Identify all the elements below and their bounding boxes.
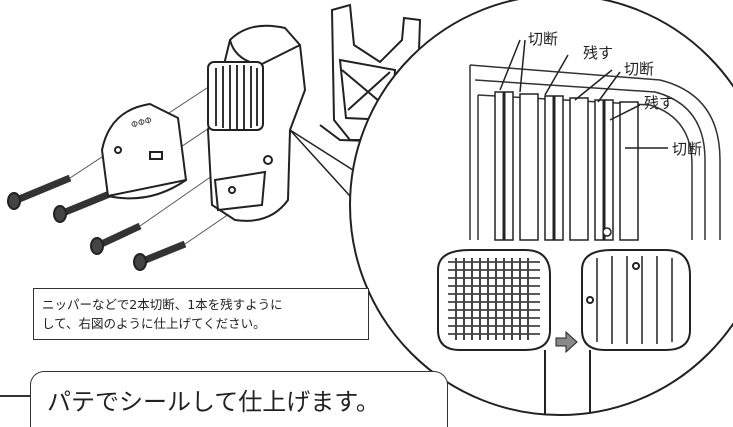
pointer-arrows xyxy=(499,39,668,149)
label-leave-1: 残す xyxy=(583,44,613,62)
caption-text: パテでシールして仕上げます。 xyxy=(47,388,380,416)
label-cut-3: 切断 xyxy=(672,140,702,158)
screw-3 xyxy=(90,222,142,255)
instruction-note: ニッパーなどで2本切断、1本を残すように して、右図のように仕上げてください。 xyxy=(33,288,369,340)
screw-1 xyxy=(7,174,72,210)
note-line-2: して、右図のように仕上げてください。 xyxy=(42,316,266,331)
label-leave-2: 残す xyxy=(644,94,674,112)
screws xyxy=(7,174,187,271)
note-line-1: ニッパーなどで2本切断、1本を残すように xyxy=(42,297,283,312)
before-cover xyxy=(437,249,551,415)
cover-cap: ΦΦΦ xyxy=(100,102,188,200)
caption-leader-line xyxy=(0,395,30,397)
after-cover xyxy=(581,249,691,415)
right-arrow-icon xyxy=(555,330,578,354)
screw-4 xyxy=(133,240,187,271)
magnified-view xyxy=(349,0,733,416)
duct-cover xyxy=(206,24,307,222)
caption-box: パテでシールして仕上げます。 xyxy=(30,371,448,427)
screw-2 xyxy=(53,189,114,223)
label-cut-2: 切断 xyxy=(624,60,654,78)
label-cut-1: 切断 xyxy=(528,30,558,48)
